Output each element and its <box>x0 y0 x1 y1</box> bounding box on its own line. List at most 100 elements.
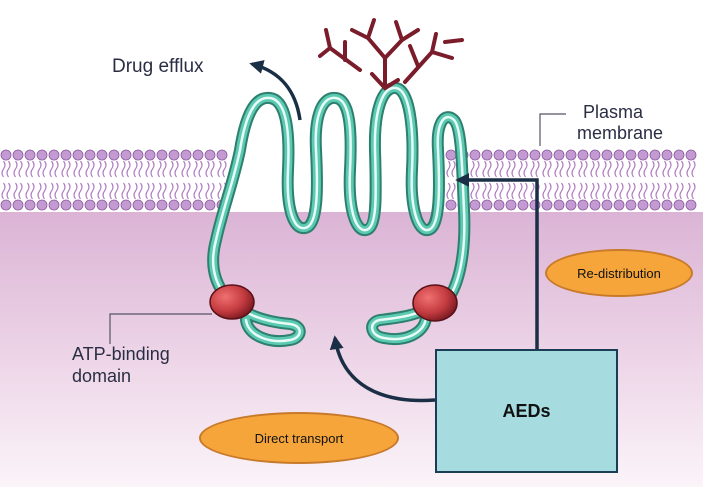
lipid-tail <box>595 160 600 178</box>
lipid-tail <box>667 182 672 200</box>
lipid-head <box>180 199 192 211</box>
lipid-tail <box>523 160 528 178</box>
lipid-tail <box>602 182 607 200</box>
lipid-tail <box>18 182 23 200</box>
aeds-box: AEDs <box>435 349 618 473</box>
lipid-tail <box>475 182 480 200</box>
lipid-head <box>445 199 457 211</box>
lipid-tail <box>566 160 571 178</box>
lipid-tail <box>37 160 42 178</box>
lipid-tail <box>626 160 631 178</box>
lipid-tail <box>174 160 179 178</box>
lipid-tail <box>145 182 150 200</box>
lipid-tail <box>85 182 90 200</box>
lipid-tail <box>90 160 95 178</box>
lipid-tail <box>686 160 691 178</box>
lipid-head <box>12 199 24 211</box>
lipid-tail <box>487 160 492 178</box>
lipid-head <box>204 149 216 161</box>
lipid-tail <box>547 182 552 200</box>
lipid-tail <box>475 160 480 178</box>
lipid-tail <box>1 182 6 200</box>
lipid-tail <box>674 182 679 200</box>
lipid-tail <box>66 182 71 200</box>
lipid-tail <box>482 160 487 178</box>
lipid-head <box>132 199 144 211</box>
lipid-head <box>625 199 637 211</box>
lipid-tail <box>619 160 624 178</box>
lipid-tail <box>61 160 66 178</box>
lipid-head <box>156 199 168 211</box>
lipid-tail <box>109 160 114 178</box>
lipid-tail <box>638 160 643 178</box>
lipid-tail <box>37 182 42 200</box>
lipid-head <box>120 149 132 161</box>
lipid-tail <box>114 160 119 178</box>
lipid-tail <box>121 182 126 200</box>
lipid-tail <box>662 160 667 178</box>
lipid-tail <box>499 160 504 178</box>
lipid-head <box>613 199 625 211</box>
lipid-tail <box>619 182 624 200</box>
lipid-head <box>24 199 36 211</box>
lipid-tail <box>222 160 227 178</box>
lipid-tail <box>590 182 595 200</box>
lipid-tail <box>518 182 523 200</box>
drug-efflux-label: Drug efflux <box>112 56 204 77</box>
lipid-tail <box>133 182 138 200</box>
lipid-tail <box>193 160 198 178</box>
lipid-tail <box>109 182 114 200</box>
lipid-tail <box>186 160 191 178</box>
direct-transport-arrow <box>329 335 436 403</box>
lipid-head <box>84 199 96 211</box>
lipid-tail <box>73 160 78 178</box>
lipid-tail <box>494 160 499 178</box>
lipid-tail <box>674 160 679 178</box>
lipid-head <box>553 149 565 161</box>
lipid-head <box>84 149 96 161</box>
lipid-head <box>481 199 493 211</box>
lipid-tail <box>169 160 174 178</box>
lipid-tail <box>205 160 210 178</box>
lipid-tail <box>470 182 475 200</box>
lipid-tail <box>691 182 696 200</box>
lipid-tail <box>217 182 222 200</box>
lipid-tail <box>511 160 516 178</box>
lipid-tail <box>554 182 559 200</box>
lipid-head <box>613 149 625 161</box>
lipid-tail <box>499 182 504 200</box>
lipid-tail <box>559 182 564 200</box>
lipid-head <box>108 199 120 211</box>
lipid-tail <box>210 160 215 178</box>
lipid-tail <box>157 182 162 200</box>
lipid-tail <box>42 182 47 200</box>
lipid-head <box>649 149 661 161</box>
lipid-head <box>661 199 673 211</box>
lipid-head <box>24 149 36 161</box>
lipid-head <box>661 149 673 161</box>
lipid-tail <box>102 182 107 200</box>
lipid-head <box>685 199 697 211</box>
atp-binding-domain-left <box>209 284 255 320</box>
lipid-tail <box>13 182 18 200</box>
lipid-tail <box>451 182 456 200</box>
lipid-tail <box>590 160 595 178</box>
lipid-tail <box>30 160 35 178</box>
lipid-head <box>517 199 529 211</box>
direct-transport-oval: Direct transport <box>199 412 399 464</box>
lipid-head <box>481 149 493 161</box>
lipid-tail <box>97 160 102 178</box>
atp-label-line1: ATP-binding <box>72 344 170 364</box>
lipid-head <box>541 199 553 211</box>
lipid-head <box>180 149 192 161</box>
lipid-tail <box>13 160 18 178</box>
lipid-tail <box>595 182 600 200</box>
glycosylation-branches <box>318 18 464 91</box>
lipid-head <box>0 199 12 211</box>
lipid-tail <box>470 160 475 178</box>
lipid-tail <box>679 182 684 200</box>
lipid-tail <box>602 160 607 178</box>
lipid-tail <box>614 160 619 178</box>
lipid-tail <box>691 160 696 178</box>
